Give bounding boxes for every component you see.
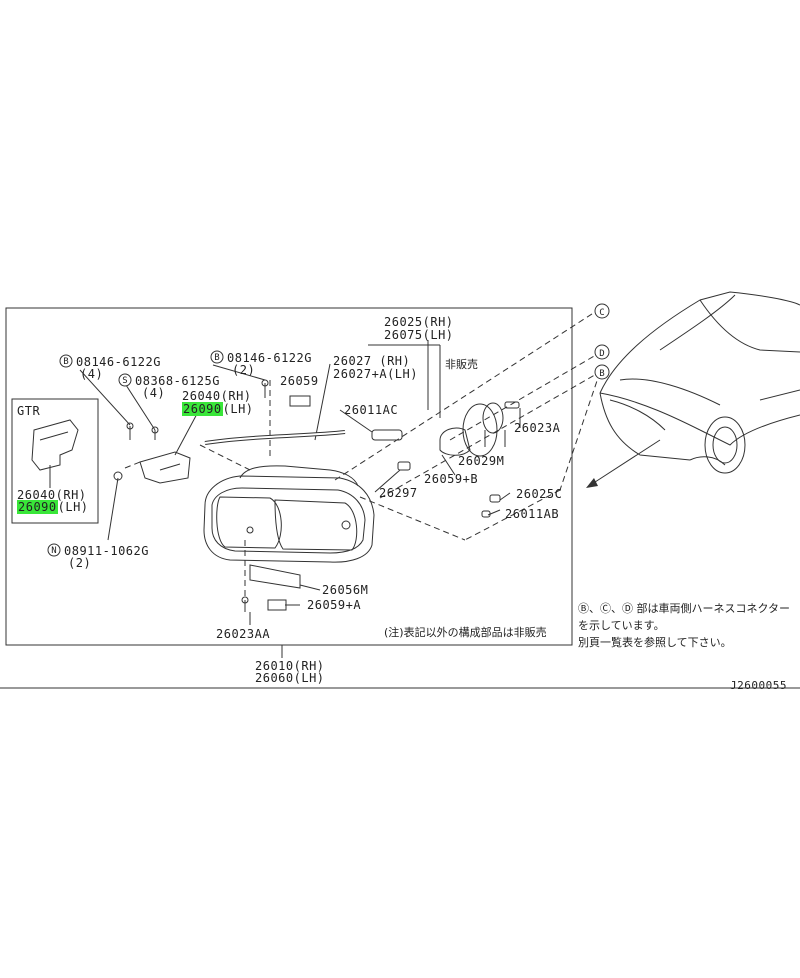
label-hihanbai: 非販売 (445, 358, 478, 371)
label-26011ac: 26011AC (344, 403, 399, 417)
label-26297: 26297 (379, 486, 418, 500)
label-26090-row: 26090(LH) (182, 402, 254, 416)
gtr-bracket (31, 419, 79, 471)
circle-d: D (599, 349, 604, 359)
legend-line-1: Ⓑ、Ⓒ、Ⓓ 部は車両側ハーネスコネクター (578, 602, 791, 615)
car-outline (599, 291, 800, 394)
gtr-frame (11, 398, 99, 524)
label-26075: 26075(LH) (384, 328, 454, 342)
legend-line-2: を示しています。 (578, 619, 665, 632)
label-gtr-26090-row: 26090(LH) (17, 500, 89, 514)
headlamp-housing (203, 475, 375, 563)
bulb-26297 (397, 461, 411, 471)
harness-line-b (379, 371, 601, 499)
label-26023aa: 26023AA (216, 627, 271, 641)
arrow-head (586, 478, 598, 488)
circle-b-3: B (599, 369, 604, 379)
label-26025c: 26025C (516, 487, 563, 501)
label-26090-highlight: 26090 (182, 402, 223, 416)
label-26025: 26025(RH) (384, 315, 454, 329)
label-26059a: 26059+A (307, 598, 362, 612)
label-26090-lh: (LH) (222, 402, 254, 416)
label-08911: 08911-1062G (64, 544, 149, 558)
circle-b-1: B (63, 357, 68, 367)
label-gtr: GTR (17, 404, 41, 418)
label-08146-a-qty: (4) (80, 367, 104, 381)
nut-icon (113, 471, 123, 481)
label-26040: 26040(RH) (182, 389, 252, 403)
label-26059b: 26059+B (424, 472, 479, 486)
label-08911-qty: (2) (68, 556, 92, 570)
bulb-26011ac (371, 429, 403, 441)
label-26059: 26059 (280, 374, 319, 388)
label-26056m: 26056M (322, 583, 369, 597)
label-08368-qty: (4) (142, 386, 166, 400)
harness-line-d (449, 354, 597, 441)
label-26060: 26060(LH) (255, 671, 325, 685)
circle-n: N (51, 546, 56, 556)
label-note: (注)表記以外の構成部品は非販売 (384, 626, 547, 639)
bulb-socket (439, 427, 471, 456)
label-08146-b: 08146-6122G (227, 351, 312, 365)
harness-line-c (334, 311, 596, 481)
label-gtr-26040: 26040(RH) (17, 488, 87, 502)
label-26023a: 26023A (514, 421, 561, 435)
arrow-line (591, 439, 661, 485)
circle-b-2: B (214, 353, 219, 363)
label-26027: 26027 (RH) (333, 354, 411, 368)
main-frame (5, 307, 573, 646)
circle-s: S (122, 376, 127, 386)
circle-c: C (599, 308, 604, 318)
label-08368: 08368-6125G (135, 374, 220, 388)
label-26010: 26010(RH) (255, 659, 325, 673)
bulb-26025c (489, 494, 501, 503)
dust-cover-ring (462, 403, 498, 457)
legend-line-3: 別頁一覧表を参照して下さい。 (578, 636, 732, 649)
label-08146-b-qty: (2) (232, 363, 256, 377)
mount-bracket (139, 451, 191, 484)
label-26027a: 26027+A(LH) (333, 367, 418, 381)
label-26011ab: 26011AB (505, 507, 560, 521)
label-gtr-26090-lh: (LH) (57, 500, 89, 514)
label-08146-a: 08146-6122G (76, 355, 161, 369)
label-26029m: 26029M (458, 454, 505, 468)
diagram-id: J2600055 (730, 679, 787, 692)
bottom-cover-26056m (249, 564, 301, 589)
label-gtr-26090-highlight: 26090 (17, 500, 58, 514)
